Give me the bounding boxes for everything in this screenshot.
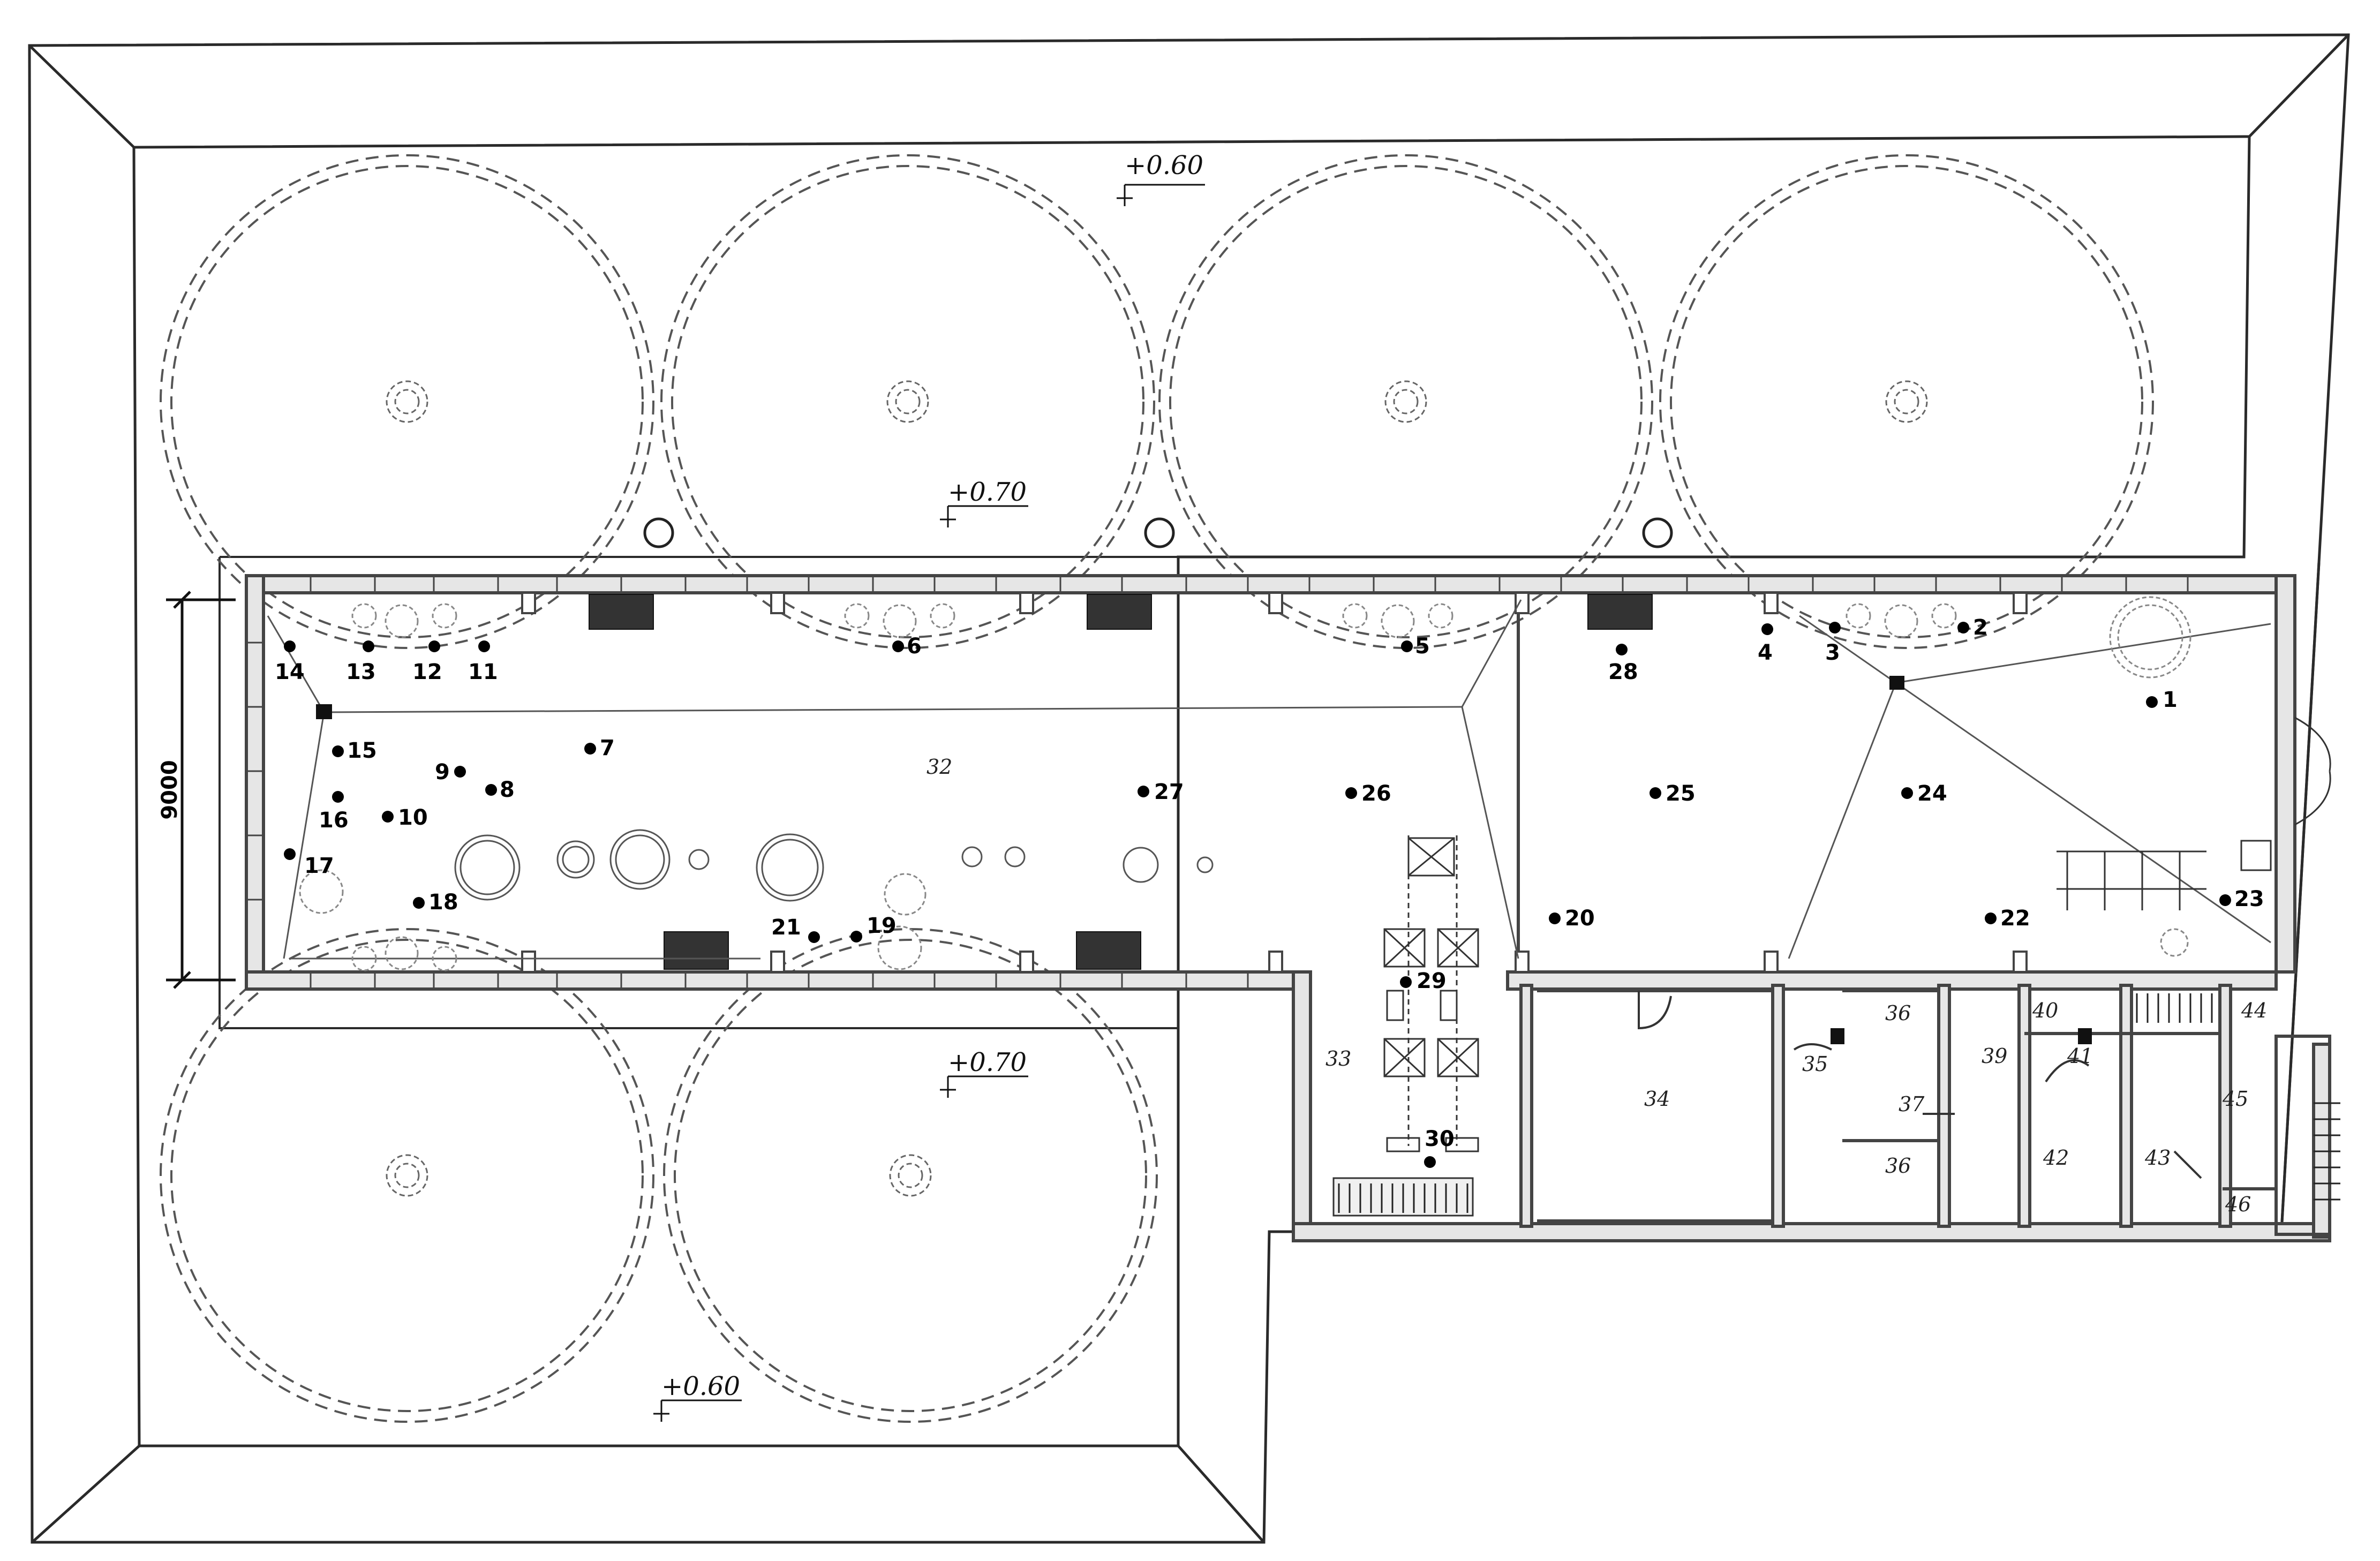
point-label: 25: [1666, 781, 1696, 806]
point-label: 22: [2000, 906, 2030, 931]
point-label: 30: [1425, 1127, 1455, 1151]
point-label: 24: [1917, 781, 1947, 806]
room-label: 45: [2222, 1087, 2248, 1111]
dimension-line: [166, 591, 236, 989]
point-label: 18: [428, 890, 458, 915]
level-markers: [653, 184, 1205, 1422]
room-label: 42: [2043, 1146, 2069, 1170]
point-markers: [284, 622, 2231, 1168]
tank-circles: [160, 154, 2154, 1423]
room-label: 34: [1644, 1087, 1670, 1111]
tank-centers: [386, 380, 1928, 1197]
room-label: 37: [1899, 1092, 1925, 1116]
point-label: 15: [347, 738, 377, 763]
room-label: 33: [1325, 1047, 1351, 1070]
hall-equipment: [454, 829, 1214, 902]
level-bottom: +0.60: [661, 1371, 740, 1401]
level-top: +0.60: [1125, 150, 1203, 180]
ventilation-units: [1332, 835, 1479, 1217]
room-label: 36: [1885, 1154, 1911, 1178]
point-label: 26: [1361, 781, 1391, 806]
point-label: 4: [1758, 640, 1773, 665]
point-label: 29: [1417, 969, 1447, 993]
level-upper-mid: +0.70: [948, 477, 1027, 507]
point-label: 13: [346, 660, 376, 684]
coat-racks: [2057, 717, 2331, 910]
point-label: 14: [275, 660, 305, 684]
point-label: 20: [1565, 906, 1595, 931]
room-label: 36: [1885, 1001, 1911, 1025]
column-markers: [316, 676, 2092, 1044]
point-label: 19: [867, 914, 897, 938]
room-label: 44: [2241, 999, 2267, 1022]
point-label: 5: [1415, 634, 1430, 659]
room-label: 35: [1802, 1052, 1828, 1076]
stair-hatch: [1338, 993, 2340, 1213]
point-label: 27: [1154, 780, 1184, 804]
site-boundary: [28, 33, 2350, 1544]
tank-columns: [643, 517, 1673, 548]
doors: [1638, 991, 2202, 1179]
radiators: [589, 594, 1653, 970]
wall-windows: [246, 576, 2189, 989]
point-label: 10: [398, 805, 428, 830]
point-label: 2: [1973, 615, 1988, 640]
point-label: 6: [907, 634, 922, 659]
point-label: 17: [304, 854, 334, 878]
point-label: 8: [500, 778, 515, 802]
room-label: 46: [2225, 1193, 2251, 1216]
point-label: 9: [435, 760, 450, 785]
dimension-label: 9000: [157, 760, 182, 819]
plinth-outline: [219, 556, 2244, 1029]
building-walls: [245, 574, 2331, 1242]
point-label: 16: [319, 808, 349, 833]
room-label: 40: [2032, 999, 2058, 1022]
wall-fixtures: [299, 596, 2191, 971]
zone-lines: [267, 599, 2271, 960]
point-label: 23: [2234, 887, 2264, 911]
point-label: 1: [2163, 688, 2178, 712]
room-label: 32: [927, 755, 952, 779]
room-label: 41: [2067, 1044, 2093, 1068]
pilasters: [521, 592, 2028, 973]
point-label: 12: [412, 660, 442, 684]
point-label: 3: [1825, 640, 1840, 665]
level-lower-mid: +0.70: [948, 1047, 1027, 1077]
point-label: 11: [468, 660, 498, 684]
room-label: 43: [2144, 1146, 2171, 1170]
point-label: 21: [771, 915, 801, 940]
point-label: 28: [1608, 660, 1638, 684]
room-label: 39: [1982, 1044, 2007, 1068]
point-label: 7: [600, 736, 615, 760]
